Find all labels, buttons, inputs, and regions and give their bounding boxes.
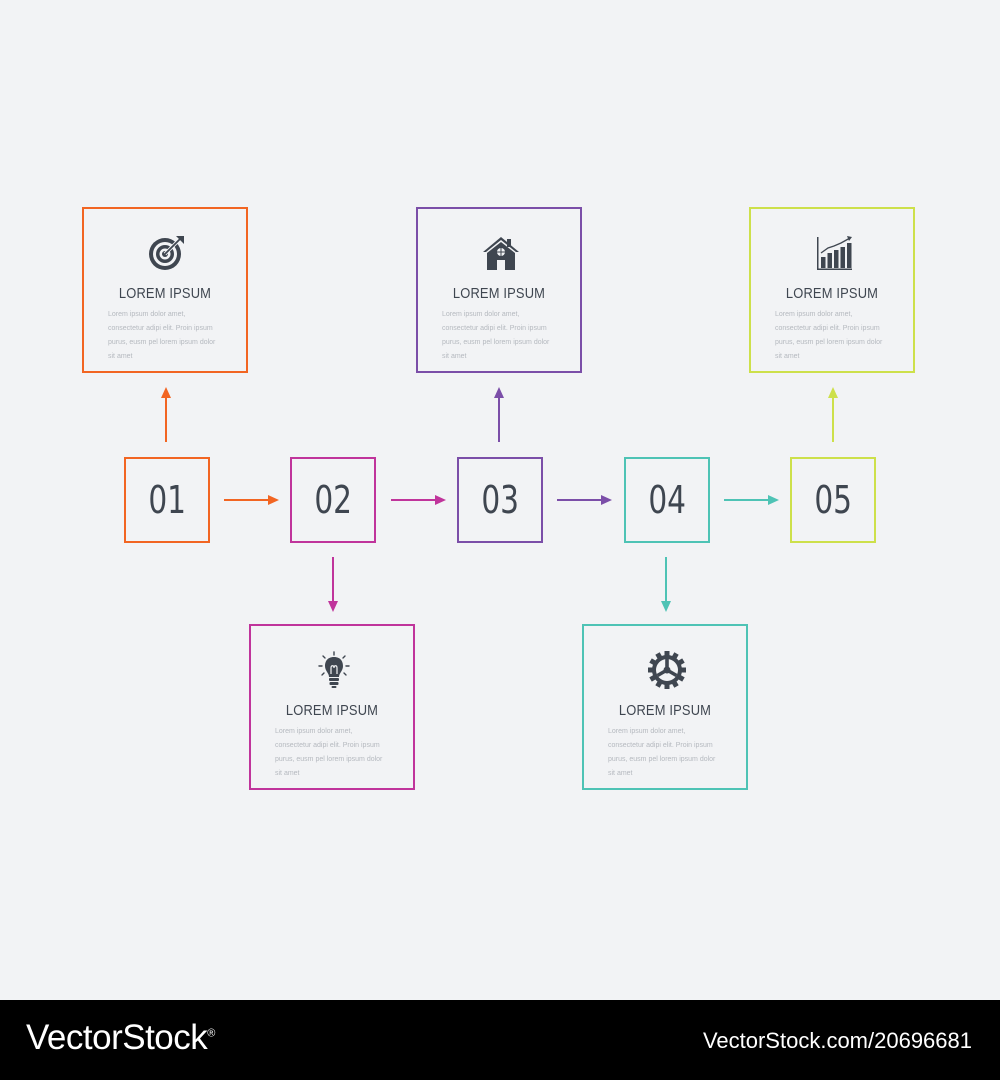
arrow-01-up bbox=[159, 386, 173, 442]
target-icon bbox=[147, 233, 187, 273]
step-01-number: 01 bbox=[148, 478, 186, 522]
step-04-number: 04 bbox=[648, 478, 686, 522]
step-02-number: 02 bbox=[314, 478, 352, 522]
step-03-number-box: 03 bbox=[457, 457, 543, 543]
step-05-number: 05 bbox=[814, 478, 852, 522]
step-05-title: LOREM IPSUM bbox=[785, 285, 879, 302]
step-02-card: LOREM IPSUM Lorem ipsum dolor amet, cons… bbox=[249, 624, 415, 790]
step-03-text: Lorem ipsum dolor amet, consectetur adip… bbox=[442, 311, 550, 360]
step-03-title: LOREM IPSUM bbox=[452, 285, 546, 302]
step-02-text: Lorem ipsum dolor amet, consectetur adip… bbox=[275, 728, 383, 777]
step-02-title: LOREM IPSUM bbox=[285, 702, 379, 719]
infographic-canvas: LOREM IPSUM Lorem ipsum dolor amet, cons… bbox=[82, 207, 915, 790]
watermark-footer: VectorStock® VectorStock.com/20696681 bbox=[0, 1000, 1000, 1080]
arrow-02-down bbox=[326, 557, 340, 613]
step-04-number-box: 04 bbox=[624, 457, 710, 543]
step-05-number-box: 05 bbox=[790, 457, 876, 543]
vectorstock-logo: VectorStock® bbox=[26, 1018, 215, 1057]
step-01-title: LOREM IPSUM bbox=[118, 285, 212, 302]
image-id: VectorStock.com/20696681 bbox=[702, 1028, 972, 1053]
house-icon bbox=[481, 233, 521, 273]
lightbulb-icon bbox=[314, 650, 354, 690]
step-04-text: Lorem ipsum dolor amet, consectetur adip… bbox=[608, 728, 716, 777]
step-03-number: 03 bbox=[481, 478, 519, 522]
arrow-01-to-02 bbox=[224, 493, 280, 507]
gear-icon bbox=[647, 650, 687, 690]
step-01-number-box: 01 bbox=[124, 457, 210, 543]
arrow-02-to-03 bbox=[391, 493, 447, 507]
arrow-04-to-05 bbox=[724, 493, 780, 507]
step-04-title: LOREM IPSUM bbox=[618, 702, 712, 719]
arrow-04-down bbox=[659, 557, 673, 613]
arrow-05-up bbox=[826, 386, 840, 442]
step-05-text: Lorem ipsum dolor amet, consectetur adip… bbox=[775, 311, 883, 360]
step-01-card: LOREM IPSUM Lorem ipsum dolor amet, cons… bbox=[82, 207, 248, 373]
step-03-card: LOREM IPSUM Lorem ipsum dolor amet, cons… bbox=[416, 207, 582, 373]
step-05-card: LOREM IPSUM Lorem ipsum dolor amet, cons… bbox=[749, 207, 915, 373]
arrow-03-up bbox=[492, 386, 506, 442]
bar-chart-icon bbox=[814, 233, 854, 273]
step-01-text: Lorem ipsum dolor amet, consectetur adip… bbox=[108, 311, 216, 360]
step-04-card: LOREM IPSUM Lorem ipsum dolor amet, cons… bbox=[582, 624, 748, 790]
step-02-number-box: 02 bbox=[290, 457, 376, 543]
arrow-03-to-04 bbox=[557, 493, 613, 507]
